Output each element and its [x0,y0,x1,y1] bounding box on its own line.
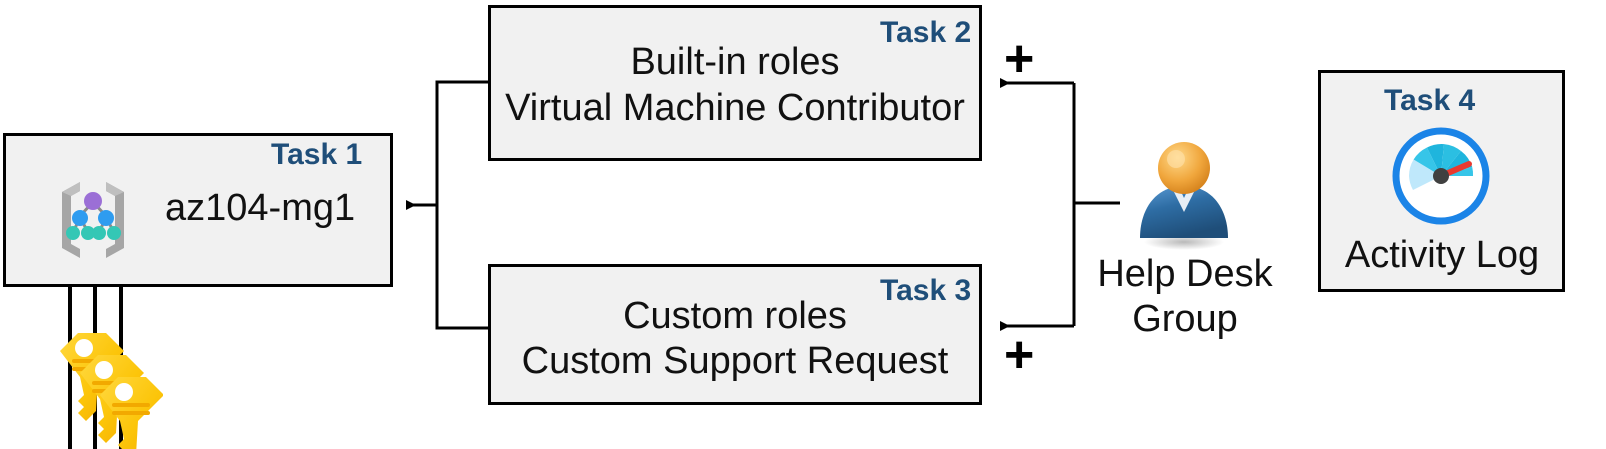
keys-icon [38,315,164,449]
task1-text: az104-mg1 [165,187,356,229]
task2-box[interactable] [488,5,982,161]
task2-label: Task 2 [880,16,972,49]
management-group-icon [50,176,136,262]
task3-label: Task 3 [880,274,972,307]
helpdesk-label-line1: Help Desk [1097,253,1273,295]
task1-box[interactable] [3,133,393,287]
task3-text-line1: Custom roles [623,295,847,337]
task3-box[interactable] [488,264,982,405]
task1-label: Task 1 [271,138,363,171]
plus-operator-top: + [1004,30,1035,88]
activity-log-gauge-icon [1391,126,1491,226]
user-group-icon [1127,138,1242,253]
task3-text-line2: Custom Support Request [521,340,949,382]
helpdesk-label-line2: Group [1132,298,1238,340]
task2-text-line1: Built-in roles [630,41,840,83]
task4-text: Activity Log [1344,234,1540,276]
plus-operator-bottom: + [1004,326,1035,384]
connector-roles-to-mg [406,80,488,330]
task2-text-line2: Virtual Machine Contributor [505,87,965,129]
task4-label: Task 4 [1384,84,1476,117]
